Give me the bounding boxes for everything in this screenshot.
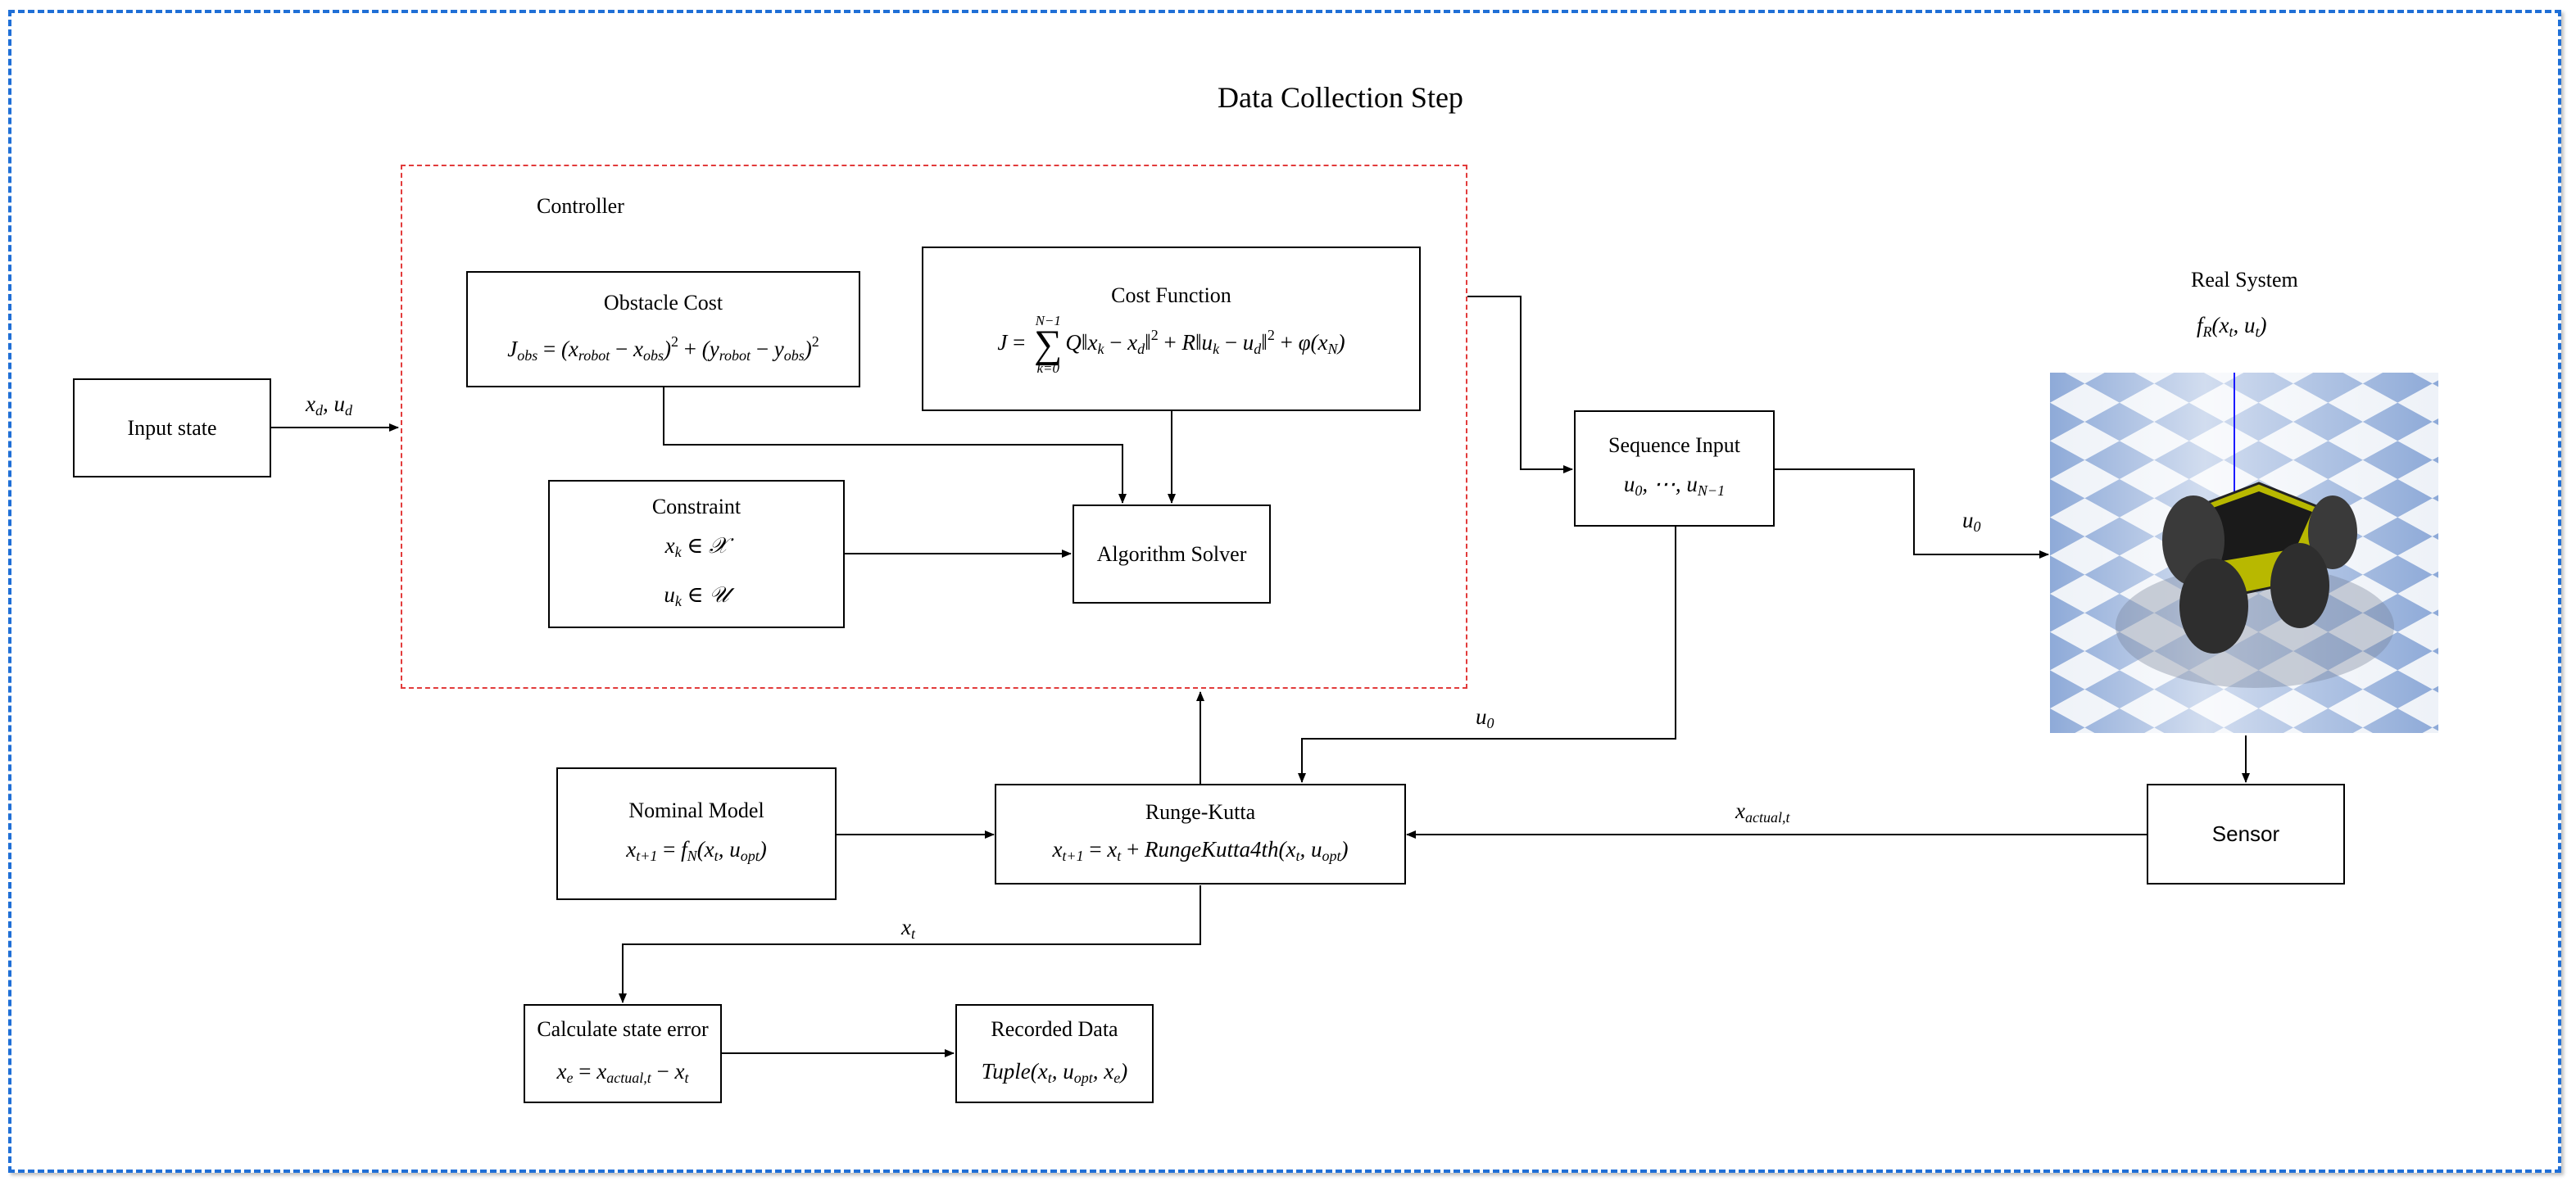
obstacle-cost-formula: Jobs = (xrobot − xobs)2 + (yrobot − yobs… — [507, 333, 819, 364]
arrow-controller-to-sequence — [1467, 296, 1573, 473]
arrow-sequence-to-system — [1775, 468, 2049, 559]
constraint-state: xk ∈ 𝒳 — [664, 532, 728, 560]
sequence-input-title: Sequence Input — [1608, 433, 1740, 457]
constraint-box: Constraint xk ∈ 𝒳 uk ∈ 𝒰 — [548, 480, 845, 628]
constraint-input: uk ∈ 𝒰 — [664, 581, 729, 609]
obstacle-cost-box: Obstacle Cost Jobs = (xrobot − xobs)2 + … — [466, 271, 860, 387]
nominal-model-title: Nominal Model — [628, 799, 764, 822]
algorithm-solver-box: Algorithm Solver — [1073, 505, 1271, 604]
real-system-title: Real System — [2191, 268, 2298, 292]
runge-kutta-formula: xt+1 = xt + RungeKutta4th(xt, uopt) — [1052, 836, 1349, 864]
nominal-model-formula: xt+1 = fN(xt, uopt) — [626, 837, 767, 864]
arrow-obstacle-to-solver — [663, 387, 1127, 504]
robot-wheel-front-left — [2179, 559, 2248, 654]
input-state-box: Input state — [73, 378, 271, 477]
diagram-title: Data Collection Step — [1218, 81, 1463, 114]
robot-image — [2050, 373, 2438, 733]
sum-symbol: N−1∑k=0 — [1034, 312, 1063, 376]
edge-label-u0-mid: u0 — [1476, 704, 1494, 731]
real-system-formula: fR(xt, ut) — [2197, 313, 2267, 340]
robot-top-deck — [2202, 491, 2312, 561]
arrow-sequence-to-rk — [1298, 526, 1676, 783]
recorded-data-box: Recorded Data Tuple(xt, uopt, xe) — [955, 1004, 1154, 1103]
obstacle-cost-title: Obstacle Cost — [603, 290, 723, 314]
arrow-rk-to-error — [619, 885, 1201, 1003]
edge-label-u0-top: u0 — [1962, 508, 1981, 535]
state-error-formula: xe = xactual,t − xt — [556, 1058, 689, 1086]
cost-function-title: Cost Function — [1111, 283, 1231, 307]
runge-kutta-box: Runge-Kutta xt+1 = xt + RungeKutta4th(xt… — [995, 784, 1406, 885]
sensor-box: Sensor — [2147, 784, 2345, 885]
edge-label-xt: xt — [901, 915, 915, 942]
sequence-input-formula: u0, ⋯, uN−1 — [1623, 472, 1726, 499]
runge-kutta-title: Runge-Kutta — [1145, 799, 1256, 824]
recorded-data-formula: Tuple(xt, uopt, xe) — [981, 1058, 1128, 1086]
edge-label-x-actual: xactual,t — [1735, 799, 1790, 826]
outer-frame — [8, 10, 2561, 1173]
state-error-title: Calculate state error — [537, 1016, 709, 1041]
state-error-box: Calculate state error xe = xactual,t − x… — [524, 1004, 722, 1103]
robot-wheel-front-right — [2270, 543, 2329, 628]
constraint-title: Constraint — [651, 494, 742, 518]
robot-wheel-rear-right — [2308, 495, 2357, 569]
input-state-title: Input state — [127, 415, 217, 440]
sensor-title: Sensor — [2211, 821, 2280, 846]
edge-label-xd-ud: xd, ud — [306, 391, 352, 419]
nominal-model-box: Nominal Model xt+1 = fN(xt, uopt) — [556, 767, 837, 900]
recorded-data-title: Recorded Data — [991, 1016, 1118, 1041]
controller-frame — [401, 165, 1467, 689]
controller-label: Controller — [537, 194, 624, 218]
sequence-input-box: Sequence Input u0, ⋯, uN−1 — [1574, 410, 1775, 527]
algorithm-solver-title: Algorithm Solver — [1096, 541, 1247, 566]
